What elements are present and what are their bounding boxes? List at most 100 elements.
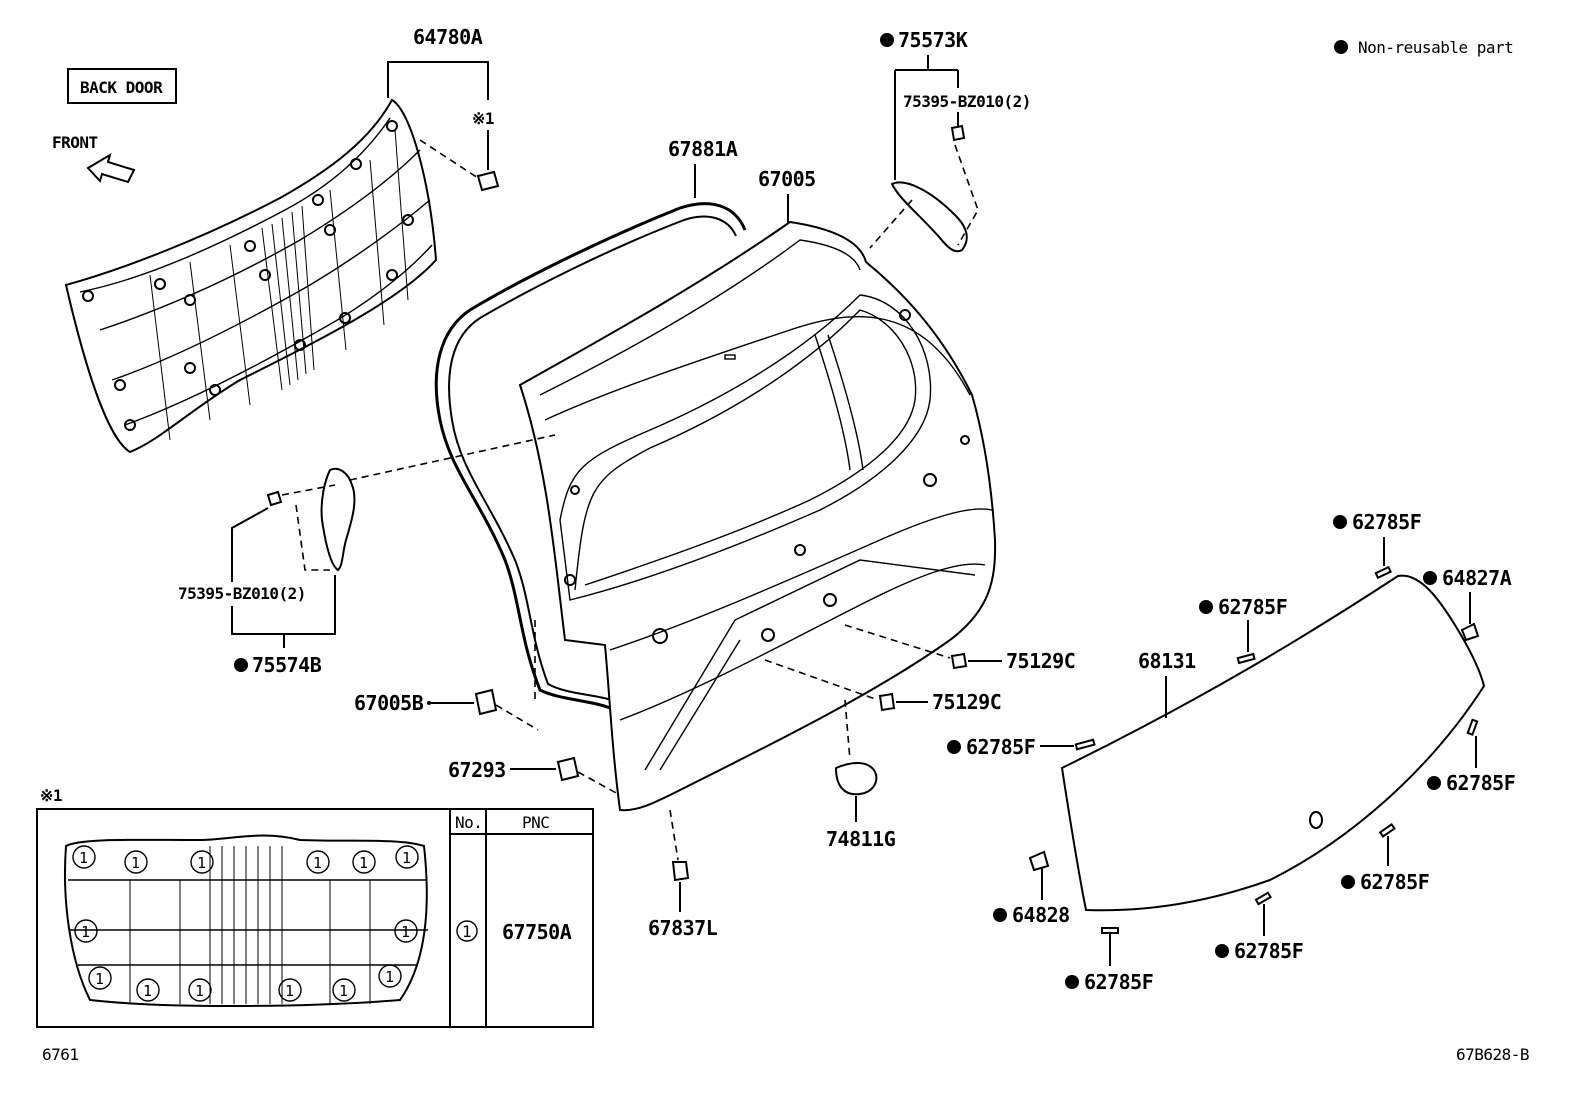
callout-62785F-2: 62785F: [1218, 595, 1287, 619]
non-reusable-dot-75573K: [880, 33, 894, 47]
callout-75129C-a: 75129C: [1006, 649, 1075, 673]
garnish-clip-left: [266, 490, 283, 507]
leader-64780A: [387, 61, 489, 100]
note-ref-1: ※1: [472, 109, 494, 128]
dash-67293: [577, 771, 621, 796]
spacer-62785F-3: [1074, 738, 1096, 751]
callout-68131: 68131: [1138, 649, 1196, 673]
stopper-64827A: [1460, 622, 1480, 642]
callout-62785F-4: 62785F: [1446, 771, 1515, 795]
inset-row-no-circle: [456, 920, 478, 942]
bracket-clip-top: [950, 124, 966, 142]
leader-75395-left: [231, 507, 269, 582]
trim-clip: [476, 170, 500, 192]
dash-67837L: [669, 809, 679, 861]
front-label: FRONT: [52, 133, 98, 152]
callout-62785F-7: 62785F: [1084, 970, 1153, 994]
inset-circle-label: 1: [339, 982, 348, 1000]
dash-bracket-top: [869, 144, 979, 249]
wiper-hole: [1309, 811, 1323, 829]
inset-circle-label: 1: [197, 854, 206, 872]
upper-side-garnish-right: [890, 181, 968, 253]
dash-garnish-left: [281, 434, 556, 571]
spacer-62785F-7: [1101, 927, 1119, 934]
inset-box: [36, 808, 594, 1028]
dash-74811G: [844, 699, 851, 761]
non-reusable-dot-62785F-4: [1427, 776, 1441, 790]
inset-circle-label: 1: [143, 982, 152, 1000]
inset-circle-label: 1: [313, 854, 322, 872]
non-reusable-dot-62785F-1: [1333, 515, 1347, 529]
callout-75395-left: 75395-BZ010(2): [178, 584, 306, 603]
non-reusable-dot-62785F-6: [1215, 944, 1229, 958]
inset-circle-label: 1: [402, 849, 411, 867]
callout-75129C-b: 75129C: [932, 690, 1001, 714]
footer-left-code: 6761: [42, 1045, 79, 1064]
non-reusable-dot-64827A: [1423, 571, 1437, 585]
callout-64780A: 64780A: [413, 25, 483, 49]
callout-75573K: 75573K: [898, 28, 968, 52]
section-title: BACK DOOR: [80, 78, 163, 97]
non-reusable-dot-62785F-3: [947, 740, 961, 754]
callout-62785F-6: 62785F: [1234, 939, 1303, 963]
dash-75129C-b: [764, 659, 879, 701]
legend-text: Non-reusable part: [1358, 38, 1513, 57]
callout-64828: 64828: [1012, 903, 1070, 927]
non-reusable-dot-75574B: [234, 658, 248, 672]
callout-62785F-1: 62785F: [1352, 510, 1421, 534]
callout-62785F-3: 62785F: [966, 735, 1035, 759]
inset-circle-label: 1: [79, 849, 88, 867]
spacer-62785F-2: [1236, 652, 1256, 665]
non-reusable-dot-62785F-2: [1199, 600, 1213, 614]
back-glass-68131: [1060, 574, 1486, 912]
non-reusable-dot-62785F-7: [1065, 975, 1079, 989]
spacer-62785F-5: [1378, 822, 1396, 838]
callout-67293: 67293: [448, 758, 506, 782]
cushion-67005B: [474, 688, 498, 716]
spacer-62785F-6: [1254, 891, 1272, 906]
callout-64827A: 64827A: [1442, 566, 1512, 590]
stopper-64828: [1028, 850, 1050, 872]
dash-trim-clip: [419, 139, 479, 179]
clip-75129C-b: [878, 692, 896, 712]
inset-row-pnc: 67750A: [502, 920, 572, 944]
footer-right-code: 67B628-B: [1456, 1045, 1529, 1064]
dash-75129C-a: [844, 624, 951, 659]
inset-trim-outline: [64, 834, 428, 1007]
back-door-panel: [518, 220, 997, 812]
inset-ref-mark: ※1: [40, 786, 62, 805]
dash-67005B: [495, 620, 539, 731]
section-title-box: BACK DOOR: [67, 68, 177, 104]
non-reusable-dot-62785F-5: [1341, 875, 1355, 889]
inset-col-pnc: PNC: [522, 813, 549, 832]
inset-circle-label: 1: [131, 854, 140, 872]
upper-side-garnish-left: [320, 467, 356, 572]
clip-67837L: [671, 861, 690, 882]
weatherstrip-inner: [448, 215, 737, 701]
callout-67881A: 67881A: [668, 137, 738, 161]
non-reusable-dot-icon: [1334, 40, 1348, 54]
spacer-62785F-4: [1466, 718, 1479, 736]
clip-75129C-a: [950, 652, 968, 670]
callout-67005B: 67005B: [354, 691, 424, 715]
inset-circle-label: 1: [285, 982, 294, 1000]
section-title-frame: [67, 68, 177, 104]
callout-67837L: 67837L: [648, 916, 718, 940]
inset-circle-marks: 1 1 1 1 1 1 1 1 1 1 1 1 1 1: [72, 845, 419, 1002]
non-reusable-dot-64828: [993, 908, 1007, 922]
callout-75395-top: 75395-BZ010(2): [903, 92, 1031, 111]
spacer-62785F-1: [1374, 565, 1392, 580]
inset-circle-label: 1: [401, 923, 410, 941]
callout-74811G: 74811G: [826, 827, 896, 851]
front-arrow-icon: [86, 152, 136, 184]
inset-circle-label: 1: [195, 982, 204, 1000]
leader-75574B: [231, 575, 336, 648]
leader-dot-67005B: [427, 701, 431, 705]
inset-circle-label: 1: [385, 968, 394, 986]
leader-75573K: [894, 55, 959, 180]
inset-circle-label: 1: [359, 854, 368, 872]
callout-75574B: 75574B: [252, 653, 322, 677]
inset-row-no: 1: [462, 922, 471, 941]
inset-circle-label: 1: [81, 923, 90, 941]
